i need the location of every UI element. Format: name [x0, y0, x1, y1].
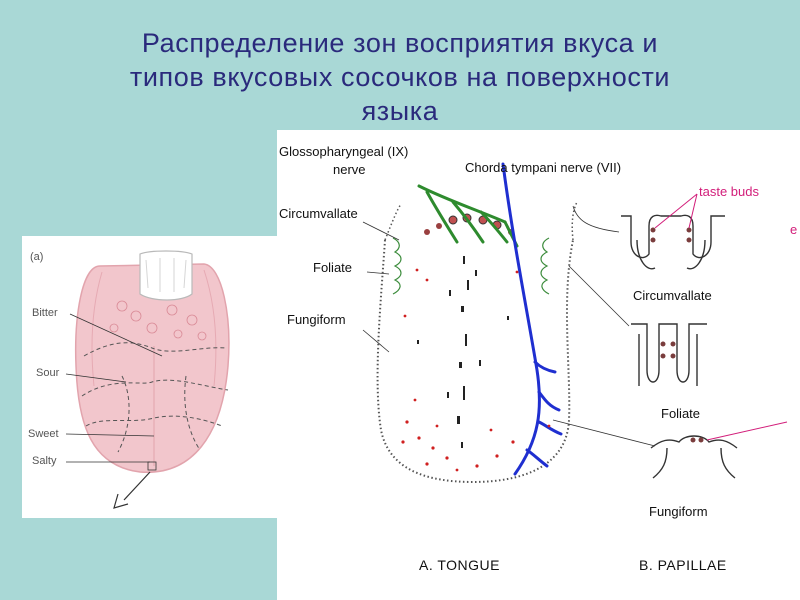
- glossopharyngeal-nerve: [417, 184, 519, 248]
- zoom-box: [147, 461, 157, 471]
- label-circumvallate-left: Circumvallate: [279, 206, 358, 221]
- fungiform-bud-pointer: [706, 421, 788, 441]
- tongue-zones-figure: (a) Bitter Sour Sweet Salty: [22, 236, 280, 518]
- zone-borders: [81, 342, 229, 453]
- zone-label-sweet: Sweet: [28, 428, 59, 440]
- zone-leaders: [65, 313, 163, 463]
- papillae-figure: Glossopharyngeal (IX) nerve Chorda tympa…: [277, 130, 800, 600]
- chorda-tympani-nerve: [501, 162, 563, 476]
- taste-bud-pointers: [654, 193, 698, 229]
- left-leaders: [362, 221, 400, 353]
- right-leaders: [552, 205, 656, 447]
- zone-label-salty: Salty: [32, 455, 57, 467]
- tongue-innervation-drawing: [362, 162, 788, 484]
- foliate-section: [631, 323, 707, 386]
- fungiform-dots: [401, 268, 551, 472]
- label-circumvallate-right: Circumvallate: [633, 288, 712, 303]
- label-chorda-tympani: Chorda tympani nerve (VII): [465, 160, 622, 175]
- label-glossopharyngeal-nerve: nerve: [333, 162, 366, 177]
- foliate-buds: [660, 341, 676, 359]
- title-line-3: языка: [361, 96, 439, 126]
- caption-tongue: A. TONGUE: [419, 557, 501, 573]
- panel-a-tag: (a): [30, 251, 44, 263]
- caption-papillae: B. PAPILLAE: [639, 557, 727, 573]
- label-foliate-right: Foliate: [661, 406, 701, 421]
- foliate-ridges: [392, 237, 550, 295]
- epiglottis-shape: [139, 250, 193, 301]
- circumvallate-section: [621, 214, 725, 270]
- label-glossopharyngeal: Glossopharyngeal (IX): [279, 144, 409, 159]
- fungiform-section: [650, 435, 738, 479]
- zoom-arrow: [113, 471, 151, 509]
- label-taste-buds: taste buds: [699, 184, 759, 199]
- label-edge-mark: e: [790, 222, 798, 237]
- zone-label-sour: Sour: [36, 367, 60, 379]
- fungiform-buds: [690, 437, 704, 443]
- circumvallate-texture: [109, 300, 207, 341]
- title-line-1: Распределение зон восприятия вкуса и: [141, 28, 659, 58]
- label-foliate-left: Foliate: [313, 260, 353, 275]
- circumvallate-buds: [650, 227, 692, 243]
- tongue-outline: [376, 239, 574, 484]
- label-fungiform-right: Fungiform: [649, 504, 708, 519]
- tongue-zones-drawing: [65, 250, 230, 509]
- title-line-2: типов вкусовых сосочков на поверхности: [129, 62, 671, 92]
- tongue-stipple: [417, 256, 509, 448]
- label-fungiform-left: Fungiform: [287, 312, 346, 327]
- zone-label-bitter: Bitter: [32, 307, 58, 319]
- slide-title: Распределение зон восприятия вкуса и тип…: [20, 26, 780, 128]
